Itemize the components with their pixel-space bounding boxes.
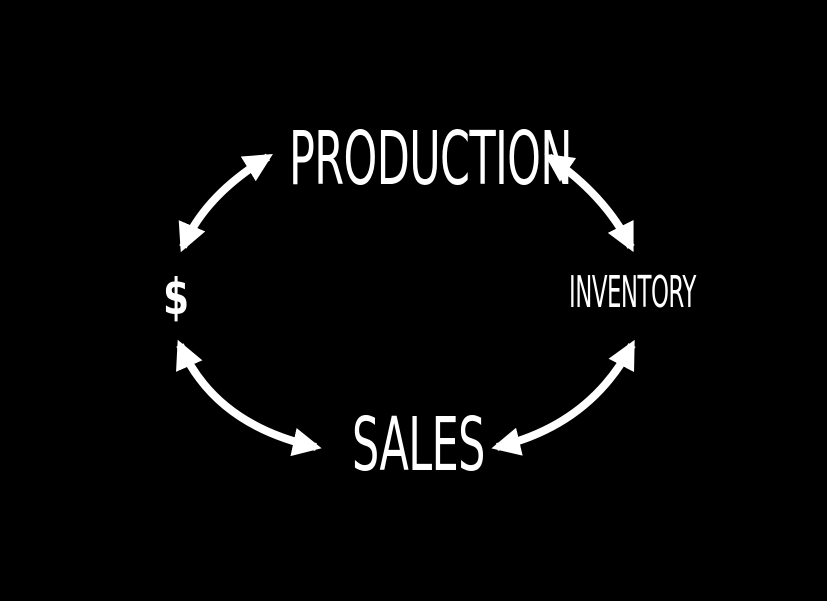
node-sales: SALES [352,402,485,488]
node-production: PRODUCTION [289,116,572,202]
arrow-sales-money [176,339,322,457]
arrow-production-inventory [544,153,635,253]
arrow-money-production [178,153,273,253]
node-money: $ [163,268,190,326]
node-inventory: INVENTORY [569,267,696,318]
arrow-inventory-sales [491,339,636,456]
